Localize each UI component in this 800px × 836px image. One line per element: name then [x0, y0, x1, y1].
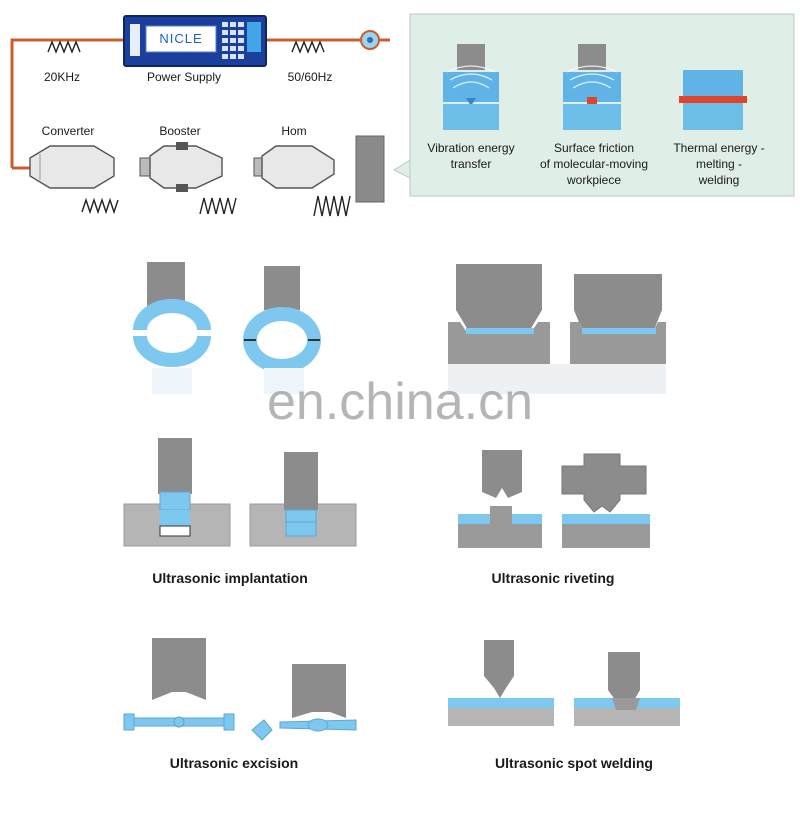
frequency-label-20khz: 20KHz [43, 70, 81, 84]
power-supply-side-panel [130, 24, 140, 56]
riveting-illustration [458, 450, 650, 548]
converter-wave-icon [81, 197, 119, 215]
plug-center [367, 37, 373, 43]
wave-20khz-icon [47, 40, 81, 54]
principle-step1-caption: Vibration energy transfer [427, 141, 515, 171]
fade-area-right [448, 364, 666, 394]
horn-unit [253, 145, 335, 189]
power-supply-screen [145, 25, 217, 53]
spot-welding-illustration [448, 640, 680, 726]
converter-unit [29, 145, 115, 189]
principle-panel [392, 13, 795, 197]
power-supply-brand: NICLE [159, 31, 203, 46]
principle-step2-caption: Surface friction of molecular-moving wor… [539, 141, 649, 187]
watermark: en.china.cn [267, 373, 533, 431]
power-supply-display-right [247, 22, 261, 52]
cavity-welding-illustration [448, 264, 666, 394]
caption-spot-welding: Ultrasonic spot welding [495, 755, 653, 771]
converter-label: Converter [41, 124, 95, 138]
power-cable [10, 38, 124, 168]
fade-area [152, 368, 192, 394]
principle-melting-illustration [679, 70, 747, 130]
caption-riveting: Ultrasonic riveting [491, 570, 615, 586]
implantation-illustration [123, 438, 357, 547]
horn-tip [355, 135, 385, 203]
panel-pointer [392, 159, 411, 179]
wave-mains-icon [291, 40, 325, 54]
caption-excision: Ultrasonic excision [169, 755, 299, 771]
power-supply-keypad [222, 22, 244, 59]
horn-wave-icon [313, 195, 351, 217]
principle-friction-illustration [563, 44, 621, 130]
principle-vibration-illustration [443, 44, 499, 130]
excision-illustration [123, 638, 357, 741]
booster-wave-icon [199, 197, 237, 215]
booster-unit [139, 142, 223, 192]
power-supply-system [10, 15, 390, 217]
booster-label: Booster [159, 124, 201, 138]
ring-welding-illustration [133, 262, 321, 394]
horn-label: Hom [281, 124, 307, 138]
caption-implantation: Ultrasonic implantation [152, 570, 308, 586]
principle-step3-caption: Thermal energy - melting - welding [673, 141, 765, 187]
frequency-label-mains: 50/60Hz [287, 70, 333, 84]
power-supply-label: Power Supply [146, 70, 222, 84]
